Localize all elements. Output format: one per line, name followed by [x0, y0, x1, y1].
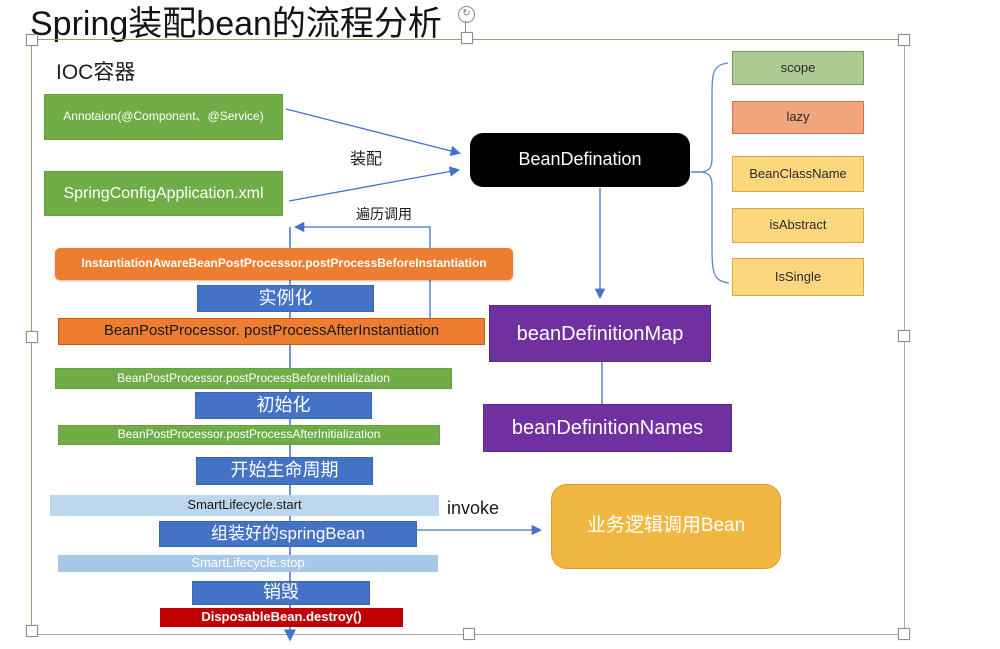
- lifecycle-smartlifecycle-stop-box[interactable]: SmartLifecycle.stop: [58, 555, 438, 572]
- edge-xml-to-beandefination: [288, 166, 461, 202]
- attr-issingle-box[interactable]: IsSingle: [732, 258, 864, 296]
- business-logic-box[interactable]: 业务逻辑调用Bean: [551, 484, 781, 569]
- traverse-edge-label: 遍历调用: [356, 206, 412, 222]
- attr-isabstract-box[interactable]: isAbstract: [732, 208, 864, 243]
- lifecycle-smartlifecycle-start-box[interactable]: SmartLifecycle.start: [50, 495, 439, 516]
- invoke-edge-label: invoke: [447, 498, 500, 518]
- selection-handle-bottom-right[interactable]: [898, 628, 910, 640]
- selection-handle-middle-right[interactable]: [898, 330, 910, 342]
- lifecycle-after-instantiation-box[interactable]: BeanPostProcessor. postProcessAfterInsta…: [58, 318, 485, 345]
- edge-annotation-to-beandefination: [285, 108, 462, 156]
- lifecycle-after-initialization-box[interactable]: BeanPostProcessor.postProcessAfterInitia…: [58, 425, 440, 445]
- edge-traverse-loop: [293, 221, 431, 320]
- attr-beanclassname-box[interactable]: BeanClassName: [732, 156, 864, 192]
- bean-definition-map-box[interactable]: beanDefinitionMap: [489, 305, 711, 362]
- attr-lazy-box[interactable]: lazy: [732, 101, 864, 134]
- lifecycle-destroy-box[interactable]: 销毁: [192, 581, 370, 605]
- lifecycle-assembled-springbean-box[interactable]: 组装好的springBean: [159, 521, 417, 547]
- selection-handle-middle-left[interactable]: [26, 331, 38, 343]
- selection-handle-top-left[interactable]: [26, 34, 38, 46]
- selection-handle-top-middle[interactable]: [461, 32, 473, 44]
- assemble-edge-label: 装配: [350, 151, 383, 168]
- bean-definition-names-box[interactable]: beanDefinitionNames: [483, 404, 732, 452]
- attributes-brace: [700, 62, 730, 284]
- selection-handle-top-right[interactable]: [898, 34, 910, 46]
- lifecycle-start-lifecycle-box[interactable]: 开始生命周期: [196, 457, 373, 485]
- lifecycle-instantiate-box[interactable]: 实例化: [197, 285, 374, 312]
- ioc-container-label: IOC容器: [56, 61, 136, 84]
- attr-scope-box[interactable]: scope: [732, 51, 864, 85]
- lifecycle-before-initialization-box[interactable]: BeanPostProcessor.postProcessBeforeIniti…: [55, 368, 452, 389]
- lifecycle-initialize-box[interactable]: 初始化: [195, 392, 372, 419]
- selection-handle-bottom-middle[interactable]: [463, 628, 475, 640]
- xml-source-box[interactable]: SpringConfigApplication.xml: [44, 171, 283, 216]
- bean-defination-box[interactable]: BeanDefination: [470, 133, 690, 187]
- page-title: Spring装配bean的流程分析: [30, 5, 442, 43]
- annotation-source-box[interactable]: Annotaion(@Component、@Service): [44, 94, 283, 140]
- lifecycle-disposablebean-destroy-box[interactable]: DisposableBean.destroy(): [160, 608, 403, 627]
- selection-handle-bottom-left[interactable]: [26, 625, 38, 637]
- lifecycle-before-instantiation-box[interactable]: InstantiationAwareBeanPostProcessor.post…: [55, 248, 513, 280]
- rotate-handle-icon[interactable]: ↻: [458, 6, 475, 23]
- rotate-handle-stem: [465, 21, 466, 33]
